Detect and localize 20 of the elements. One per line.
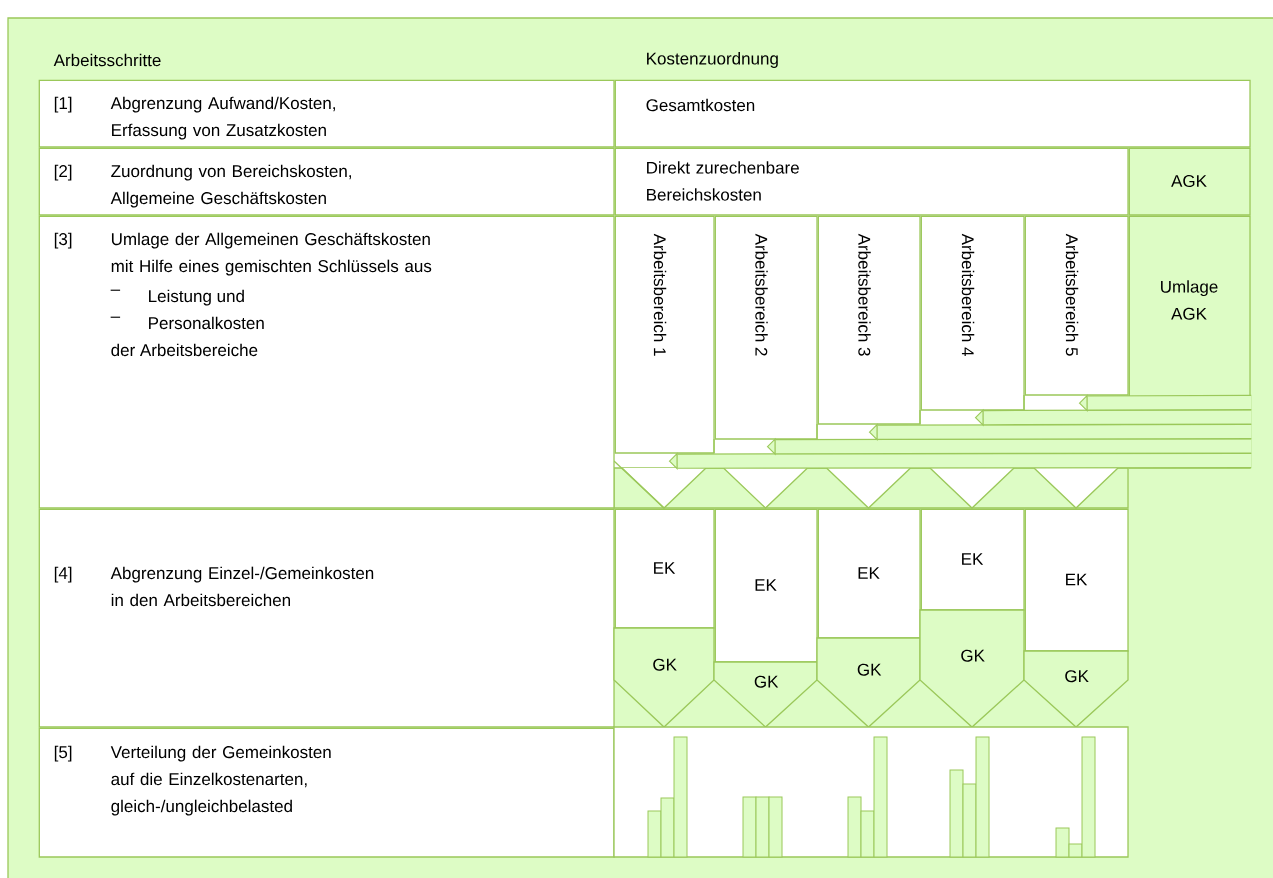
- overhead-pentagon: GK: [919, 609, 1025, 728]
- cost-cell: AGK: [1128, 147, 1251, 216]
- step-cell: [1] Abgrenzung Aufwand/Kosten, Erfassung von Zusatzkosten: [38, 79, 615, 148]
- cost-cell: Gesamtkosten: [614, 79, 1251, 148]
- area-column: Arbeitsbereich 2: [713, 215, 818, 454]
- column-heading: Kostenzuordnung: [647, 52, 778, 68]
- area-column: Arbeitsbereich 4: [919, 215, 1025, 425]
- area-column: Arbeitsbereich 5: [1023, 215, 1129, 411]
- block-arrow: [1078, 394, 1252, 413]
- area-column: Arbeitsbereich 3: [816, 215, 921, 440]
- cost-cell: Direkt zurechenbare Bereichskosten: [614, 147, 1129, 216]
- overhead-pentagon: GK: [713, 661, 818, 728]
- overhead-pentagon: GK: [613, 627, 715, 728]
- block-arrow: [868, 423, 1252, 442]
- block-arrow: [668, 452, 1252, 471]
- step-cell: [5] Verteilung der Gemeinkosten auf die Einzelkostenarten, gleich-/ungleichbelasted: [38, 727, 615, 858]
- area-column: Arbeitsbereich 1: [614, 215, 715, 454]
- overhead-pentagon: GK: [816, 637, 921, 728]
- step-cell: [2] Zuordnung von Bereichskosten, Allgemeine Geschäftskosten: [38, 147, 615, 216]
- overhead-pentagon: GK: [1023, 650, 1129, 728]
